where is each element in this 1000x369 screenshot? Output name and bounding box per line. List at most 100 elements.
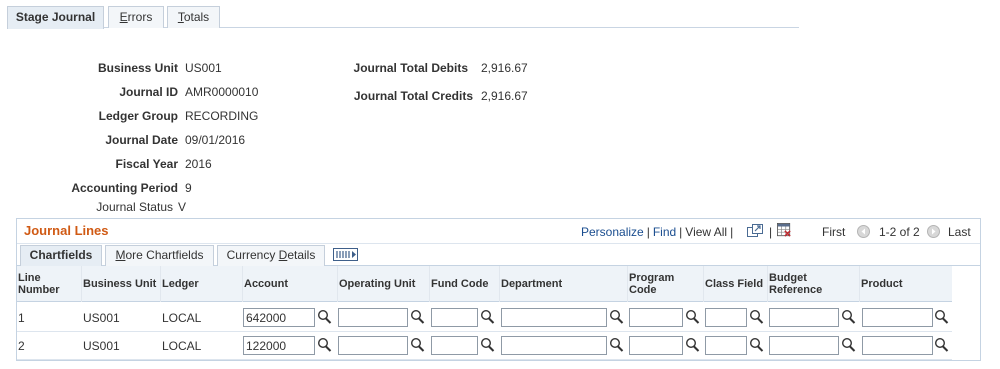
lookup-icon[interactable]: [749, 309, 764, 325]
business-unit-label: Business Unit: [97, 61, 178, 75]
toolbar-separator: |: [730, 225, 734, 239]
lookup-icon[interactable]: [749, 337, 764, 353]
journal-date-value: 09/01/2016: [185, 133, 246, 147]
class-field-input[interactable]: [705, 308, 747, 327]
tab-errors-access-key: E: [119, 10, 128, 24]
fiscal-year-label: Fiscal Year: [115, 157, 179, 171]
lookup-icon[interactable]: [410, 309, 425, 325]
show-all-columns-icon[interactable]: [333, 248, 361, 262]
download-excel-icon[interactable]: [776, 223, 792, 237]
lookup-icon[interactable]: [480, 309, 495, 325]
grid-header-bar: Journal Lines Personalize|Find|View All|…: [17, 219, 980, 244]
tab-more-chartfields[interactable]: More Chartfields: [105, 245, 214, 266]
cell-ledger: LOCAL: [162, 339, 202, 353]
find-link[interactable]: Find: [652, 225, 677, 239]
view-all-link[interactable]: View All: [685, 225, 728, 239]
department-input[interactable]: [501, 308, 607, 327]
tab-stage-journal[interactable]: Stage Journal: [7, 6, 104, 29]
tab-more-chartfields-label: ore Chartfields: [125, 248, 204, 262]
col-account: Account: [243, 266, 338, 302]
col-business-unit: Business Unit: [82, 266, 161, 302]
col-fund-code: Fund Code: [430, 266, 500, 302]
product-input[interactable]: [862, 336, 933, 355]
program-code-input[interactable]: [629, 308, 683, 327]
tab-currency-details-label-prefix: Currency: [226, 248, 279, 262]
col-department: Department: [500, 266, 628, 302]
row-range: 1-2 of 2: [879, 225, 920, 239]
journal-id-value: AMR0000010: [185, 85, 259, 99]
first-label: First: [822, 225, 846, 239]
lookup-icon[interactable]: [609, 337, 624, 353]
accounting-period-value: 9: [185, 181, 192, 195]
journal-date-label: Journal Date: [105, 133, 178, 147]
lookup-icon[interactable]: [685, 309, 700, 325]
account-input[interactable]: [243, 336, 315, 355]
tab-currency-details-label: etails: [287, 248, 316, 262]
table-row: 2 US001 LOCAL: [17, 332, 952, 360]
journal-status-value: V: [178, 200, 187, 214]
tab-chartfields[interactable]: Chartfields: [20, 245, 102, 267]
accounting-period-label: Accounting Period: [71, 181, 178, 195]
lookup-icon[interactable]: [841, 337, 856, 353]
tab-errors-label: rrors: [127, 10, 153, 24]
journal-id-label: Journal ID: [119, 85, 178, 99]
cell-ledger: LOCAL: [162, 311, 202, 325]
tab-totals-access-key: T: [177, 10, 184, 24]
tab-totals[interactable]: Totals: [167, 6, 220, 28]
cell-business-unit: US001: [83, 339, 120, 353]
total-credits-label: Journal Total Credits: [353, 89, 473, 103]
program-code-input[interactable]: [629, 336, 683, 355]
fund-code-input[interactable]: [431, 336, 478, 355]
col-program-code: Program Code: [628, 266, 704, 302]
col-budget-reference: Budget Reference: [768, 266, 860, 302]
department-input[interactable]: [501, 336, 607, 355]
tab-stage-journal-label: Stage Journal: [15, 10, 96, 24]
budget-reference-input[interactable]: [769, 308, 839, 327]
tab-errors[interactable]: Errors: [108, 6, 164, 28]
tab-currency-details[interactable]: Currency Details: [217, 245, 325, 266]
budget-reference-input[interactable]: [769, 336, 839, 355]
ledger-group-label: Ledger Group: [98, 109, 178, 123]
grid-toolbar: Personalize|Find|View All|: [581, 225, 736, 239]
col-class-field: Class Field: [704, 266, 768, 302]
grid-tab-bar: Chartfields More Chartfields Currency De…: [17, 244, 980, 267]
column-header-row: [17, 266, 952, 302]
col-product: Product: [861, 278, 903, 290]
lookup-icon[interactable]: [410, 337, 425, 353]
toolbar-separator: |: [646, 225, 650, 239]
lookup-icon[interactable]: [609, 309, 624, 325]
page-tab-bar: Stage Journal Errors Totals: [7, 6, 799, 29]
total-credits-value: 2,916.67: [481, 89, 528, 103]
lookup-icon[interactable]: [480, 337, 495, 353]
personalize-link[interactable]: Personalize: [581, 225, 644, 239]
operating-unit-input[interactable]: [338, 336, 408, 355]
col-operating-unit: Operating Unit: [338, 266, 430, 302]
lookup-icon[interactable]: [934, 337, 949, 353]
lookup-icon[interactable]: [934, 309, 949, 325]
business-unit-value: US001: [185, 61, 222, 75]
cell-business-unit: US001: [83, 311, 120, 325]
operating-unit-input[interactable]: [338, 308, 408, 327]
zoom-icon[interactable]: [747, 224, 763, 238]
ledger-group-value: RECORDING: [185, 109, 259, 123]
table-row: 1 US001 LOCAL: [17, 304, 952, 332]
class-field-input[interactable]: [705, 336, 747, 355]
total-debits-label: Journal Total Debits: [353, 61, 468, 75]
lookup-icon[interactable]: [685, 337, 700, 353]
cell-line-number: 2: [18, 339, 25, 353]
first-arrow-icon[interactable]: [857, 225, 870, 238]
grid-title: Journal Lines: [24, 223, 109, 238]
tab-more-chartfields-access-key: M: [115, 248, 126, 262]
fund-code-input[interactable]: [431, 308, 478, 327]
lookup-icon[interactable]: [317, 337, 332, 353]
col-ledger: Ledger: [161, 266, 243, 302]
cell-line-number: 1: [18, 311, 25, 325]
journal-status-label: Journal Status: [96, 200, 173, 214]
account-input[interactable]: [243, 308, 315, 327]
product-input[interactable]: [862, 308, 933, 327]
lookup-icon[interactable]: [317, 309, 332, 325]
last-arrow-icon[interactable]: [927, 225, 940, 238]
tab-totals-label: otals: [183, 10, 210, 24]
journal-lines-grid: Journal Lines Personalize|Find|View All|…: [16, 218, 981, 361]
lookup-icon[interactable]: [841, 309, 856, 325]
